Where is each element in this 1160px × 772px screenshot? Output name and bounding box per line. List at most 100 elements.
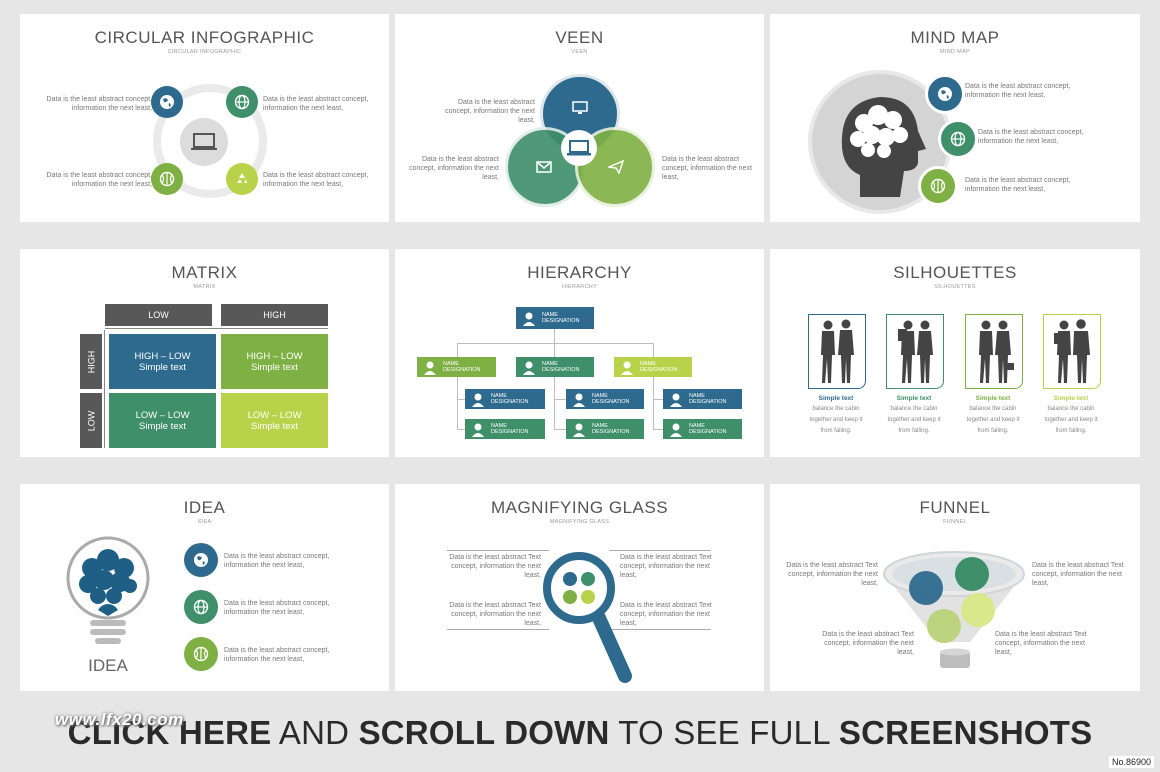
panel-circular-infographic[interactable]: CIRCULAR INFOGRAPHIC CIRCULAR INFOGRAPHI… — [20, 14, 389, 222]
monitor-icon — [572, 101, 588, 114]
panel-title: MAGNIFYING GLASS — [490, 498, 669, 517]
panel-subtitle: MIND MAP — [940, 49, 970, 55]
guide-line-top-right — [609, 550, 711, 551]
silhouette-frame-2 — [886, 314, 944, 389]
business-people-icon — [1054, 319, 1090, 383]
connector — [653, 429, 663, 430]
person-icon — [522, 310, 536, 326]
funnel-text-bottom-left: Data is the least abstract Text concept,… — [822, 631, 914, 656]
business-people-icon — [821, 319, 854, 383]
basketball-circle — [184, 637, 218, 671]
recycle-circle — [226, 163, 258, 195]
connector — [653, 399, 663, 400]
lightbulb-brain-icon — [66, 536, 150, 644]
globe-icon — [194, 553, 208, 567]
globe-grid-icon — [193, 599, 209, 615]
globe-icon — [938, 87, 952, 101]
panel-title: SILHOUETTES — [893, 263, 1017, 282]
text-bottom-right: Data is the least abstract concept, info… — [263, 172, 369, 188]
connector — [554, 399, 566, 400]
paper-plane-icon — [608, 160, 624, 174]
idea-label: IDEA — [88, 656, 128, 675]
globe-circle — [151, 86, 183, 118]
panel-magnifying-glass[interactable]: MAGNIFYING GLASS MAGNIFYING GLASS Data i… — [395, 484, 764, 691]
mail-icon — [536, 161, 552, 173]
text-top-left: Data is the least abstract concept, info… — [46, 96, 152, 112]
panel-title: HIERARCHY — [527, 263, 632, 282]
magnify-text-top-right: Data is the least abstract Text concept,… — [620, 554, 712, 579]
funnel-icon — [883, 551, 1025, 668]
connector — [653, 377, 654, 429]
row-header-low: LOW — [80, 393, 102, 448]
person-icon — [472, 423, 484, 437]
connector — [457, 429, 465, 430]
connector — [457, 377, 458, 429]
connector — [457, 399, 465, 400]
panel-subtitle: CIRCULAR INFOGRAPHIC — [167, 49, 242, 55]
col-header-low: LOW — [105, 304, 212, 326]
mind-text-2: Data is the least abstract concept, info… — [978, 129, 1084, 145]
text-bottom-left: Data is the least abstract concept, info… — [46, 172, 152, 188]
person-icon — [670, 423, 682, 437]
silhouette-frame-3 — [965, 314, 1023, 389]
funnel-text-top-left: Data is the least abstract Text concept,… — [786, 562, 878, 587]
center-circle — [180, 118, 228, 166]
axis-line-vertical — [104, 330, 105, 448]
panel-title: MATRIX — [171, 263, 238, 282]
mind-text-3: Data is the least abstract concept, info… — [965, 177, 1071, 193]
outer-ring — [153, 84, 267, 198]
watermark: www.lfx20.com — [55, 710, 184, 729]
globe-grid-icon — [234, 94, 250, 110]
person-icon — [423, 359, 437, 375]
person-icon — [573, 393, 585, 407]
globe-grid-circle — [938, 119, 978, 159]
mind-text-1: Data is the least abstract concept, info… — [965, 83, 1071, 99]
footer-call-to-action[interactable]: CLICK HERE AND SCROLL DOWN TO SEE FULL S… — [67, 714, 1093, 751]
person-icon — [573, 423, 585, 437]
panel-mind-map[interactable]: MIND MAP MIND MAP Data is the least abst… — [770, 14, 1140, 222]
venn-text-left: Data is the least abstract concept, info… — [409, 156, 499, 181]
panel-subtitle: MATRIX — [193, 284, 216, 290]
globe-circle — [925, 74, 965, 114]
laptop-icon — [567, 139, 591, 155]
idea-text-1: Data is the least abstract concept, info… — [224, 553, 330, 569]
business-people-icon — [898, 320, 933, 383]
panel-veen[interactable]: VEEN VEEN Data is the least abstract con… — [395, 14, 764, 222]
idea-text-2: Data is the least abstract concept, info… — [224, 600, 330, 616]
basketball-circle — [151, 163, 183, 195]
panel-title: MIND MAP — [910, 28, 1000, 47]
basketball-icon — [159, 171, 175, 187]
panel-title: FUNNEL — [919, 498, 991, 517]
col-header-high: HIGH — [221, 304, 328, 326]
guide-line-top-left — [447, 550, 549, 551]
globe-grid-circle — [184, 590, 218, 624]
panel-idea[interactable]: IDEA IDEA IDEA Data is the least abstrac… — [20, 484, 389, 691]
panel-matrix[interactable]: MATRIX MATRIX LOW HIGH HIGH LOW HIGH – L… — [20, 249, 389, 457]
panel-subtitle: FUNNEL — [943, 519, 967, 525]
venn-text-top: Data is the least abstract concept, info… — [445, 99, 535, 124]
connector — [554, 343, 555, 357]
magnifying-glass-icon — [543, 552, 632, 683]
recycle-icon — [237, 173, 247, 183]
person-icon — [522, 359, 536, 375]
basketball-icon — [193, 646, 209, 662]
basketball-circle — [918, 166, 958, 206]
panel-funnel[interactable]: FUNNEL FUNNEL Data is the least abstract… — [770, 484, 1140, 691]
venn-center-circle — [561, 130, 597, 166]
connector — [554, 377, 555, 429]
